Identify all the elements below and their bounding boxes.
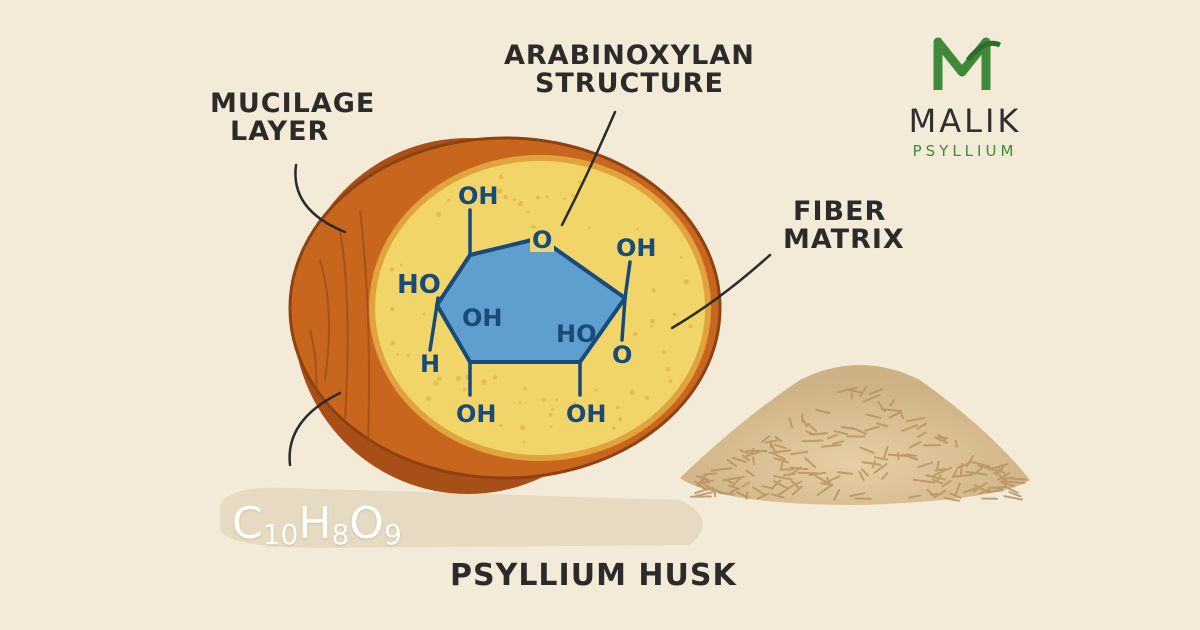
leader-fiber xyxy=(670,253,772,330)
logo-name: MALIK xyxy=(908,102,1022,140)
mol-ho-left: HO xyxy=(397,270,441,300)
mol-oh-bottom-right: OH xyxy=(566,400,607,428)
formula-o-sub: 9 xyxy=(383,518,402,551)
chemical-formula: C10H8O9 xyxy=(232,498,402,551)
logo-mark xyxy=(933,37,1002,90)
label-fiber-line1: FIBER xyxy=(793,196,887,227)
mol-h-left: H xyxy=(420,350,441,378)
diagram-title: PSYLLIUM HUSK xyxy=(450,558,737,593)
leader-lines xyxy=(288,110,772,467)
label-mucilage-layer: MUCILAGE LAYER xyxy=(210,88,376,148)
psyllium-pile xyxy=(680,365,1030,505)
leader-arabinoxylan xyxy=(560,110,617,227)
formula-c: C xyxy=(232,498,263,549)
brand-logo: MALIK PSYLLIUM xyxy=(895,100,1035,160)
label-fiber-line2: MATRIX xyxy=(783,224,905,256)
mol-ho-inner-right: HO xyxy=(556,320,597,348)
label-arabinoxylan-line1: ARABINOXYLAN xyxy=(504,40,755,71)
mol-ring-oxygen: O xyxy=(530,226,555,254)
formula-h: H xyxy=(298,498,332,549)
formula-o: O xyxy=(349,498,384,549)
label-arabinoxylan-line2: STRUCTURE xyxy=(534,68,724,100)
leader-mucilage xyxy=(294,163,347,234)
mol-oh-upper-right: OH xyxy=(616,234,657,262)
mol-oh-top: OH xyxy=(458,182,499,210)
arabinoxylan-molecule xyxy=(428,208,632,397)
formula-h-sub: 8 xyxy=(331,518,350,551)
mol-oh-bottom-left: OH xyxy=(456,400,497,428)
label-mucilage-line2: LAYER xyxy=(230,116,330,148)
leader-husk-bottom xyxy=(288,391,342,467)
label-fiber-matrix: FIBER MATRIX xyxy=(783,196,905,256)
ground-shadow xyxy=(220,487,703,548)
formula-c-sub: 10 xyxy=(262,518,299,551)
label-arabinoxylan-structure: ARABINOXYLAN STRUCTURE xyxy=(504,40,755,100)
husk-texture xyxy=(309,209,370,446)
logo-subtitle: PSYLLIUM xyxy=(912,142,1018,160)
mol-o-right: O xyxy=(612,341,633,369)
label-mucilage-line1: MUCILAGE xyxy=(210,88,376,119)
mol-oh-inner: OH xyxy=(462,304,503,332)
